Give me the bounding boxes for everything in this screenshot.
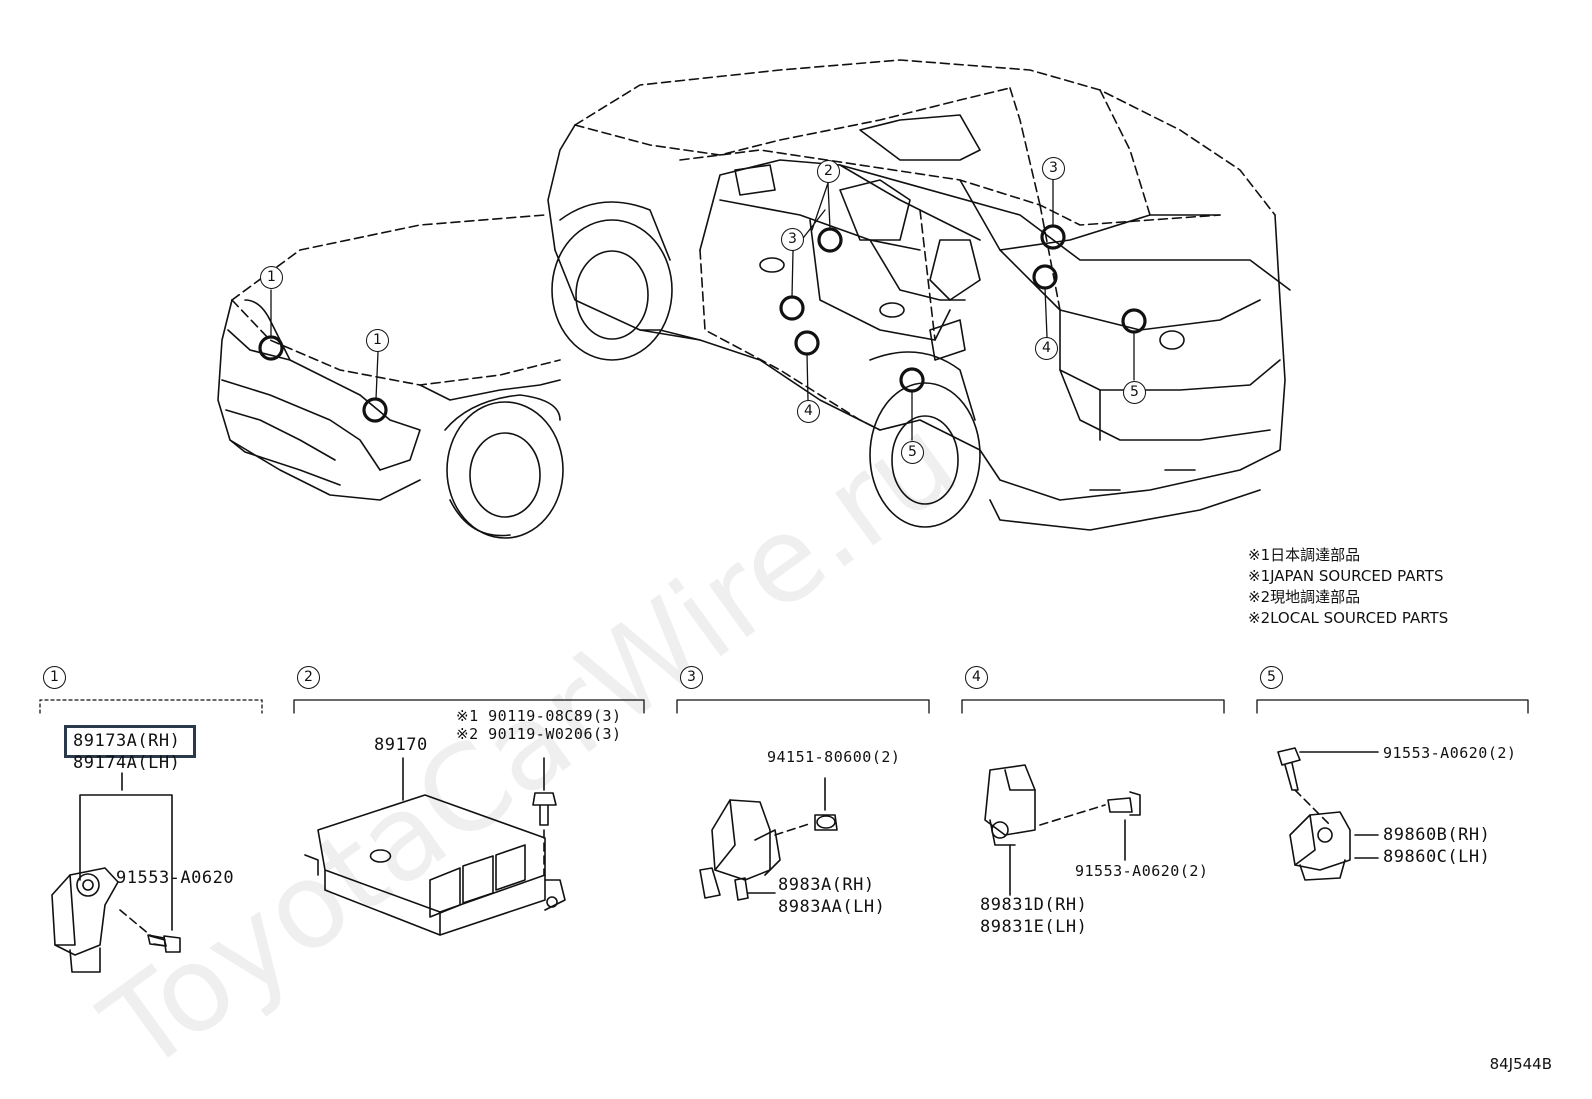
section-number-3: 3 xyxy=(680,666,703,689)
front-vehicle-drawing xyxy=(217,214,564,539)
callout-badge: 4 xyxy=(1035,337,1058,360)
part-number-lh[interactable]: 89860C(LH) xyxy=(1383,847,1491,867)
part-number-rh[interactable]: 89860B(RH) xyxy=(1383,825,1491,845)
section-number-4: 4 xyxy=(965,666,988,689)
bolt-part-number[interactable]: 91553-A0620 xyxy=(116,868,235,888)
rear-sensor-part-drawing xyxy=(1277,747,1379,881)
ecu-part-number[interactable]: 89170 xyxy=(374,735,428,755)
highlight-box xyxy=(64,725,196,758)
bolt-part-number[interactable]: 91553-A0620(2) xyxy=(1075,862,1209,880)
sensor-location-markers xyxy=(258,224,1147,423)
door-sensor-part-drawing xyxy=(699,777,838,901)
callout-badge: 3 xyxy=(1042,157,1065,180)
part-number-lh[interactable]: 89831E(LH) xyxy=(980,917,1088,937)
callout-badge: 3 xyxy=(781,228,804,251)
part-number-rh[interactable]: 89831D(RH) xyxy=(980,895,1088,915)
front-sensor-part-drawing xyxy=(51,772,181,973)
bolt-part-number[interactable]: 91553-A0620(2) xyxy=(1383,744,1517,762)
callout-badge: 4 xyxy=(797,400,820,423)
part-number-lh[interactable]: 8983AA(LH) xyxy=(778,897,886,917)
note-japan-jp: ※1日本調達部品 xyxy=(1248,546,1361,564)
note-local-jp: ※2現地調達部品 xyxy=(1248,588,1361,606)
section-number-1: 1 xyxy=(43,666,66,689)
airbag-ecu-drawing xyxy=(304,757,566,936)
callout-badge: 1 xyxy=(366,329,389,352)
callout-badge: 2 xyxy=(817,160,840,183)
section-number-5: 5 xyxy=(1260,666,1283,689)
note-local-en: ※2LOCAL SOURCED PARTS xyxy=(1248,609,1449,627)
section-brackets xyxy=(39,699,1529,714)
callout-badge: 5 xyxy=(1123,381,1146,404)
part-number-rh[interactable]: 89173A(RH) xyxy=(73,731,181,751)
bolt-part-number-japan[interactable]: ※1 90119-08C89(3) xyxy=(456,707,622,725)
callout-badge: 1 xyxy=(260,266,283,289)
callout-leaders xyxy=(270,179,1135,441)
nut-part-number[interactable]: 94151-80600(2) xyxy=(767,748,901,766)
diagram-code: 84J544B xyxy=(1489,1055,1552,1073)
pillar-sensor-part-drawing xyxy=(984,764,1141,896)
part-number-lh[interactable]: 89174A(LH) xyxy=(73,753,181,773)
part-number-rh[interactable]: 8983A(RH) xyxy=(778,875,875,895)
callout-badge: 5 xyxy=(901,441,924,464)
note-japan-en: ※1JAPAN SOURCED PARTS xyxy=(1248,567,1444,585)
section-number-2: 2 xyxy=(297,666,320,689)
bolt-part-number-local[interactable]: ※2 90119-W0206(3) xyxy=(456,725,622,743)
